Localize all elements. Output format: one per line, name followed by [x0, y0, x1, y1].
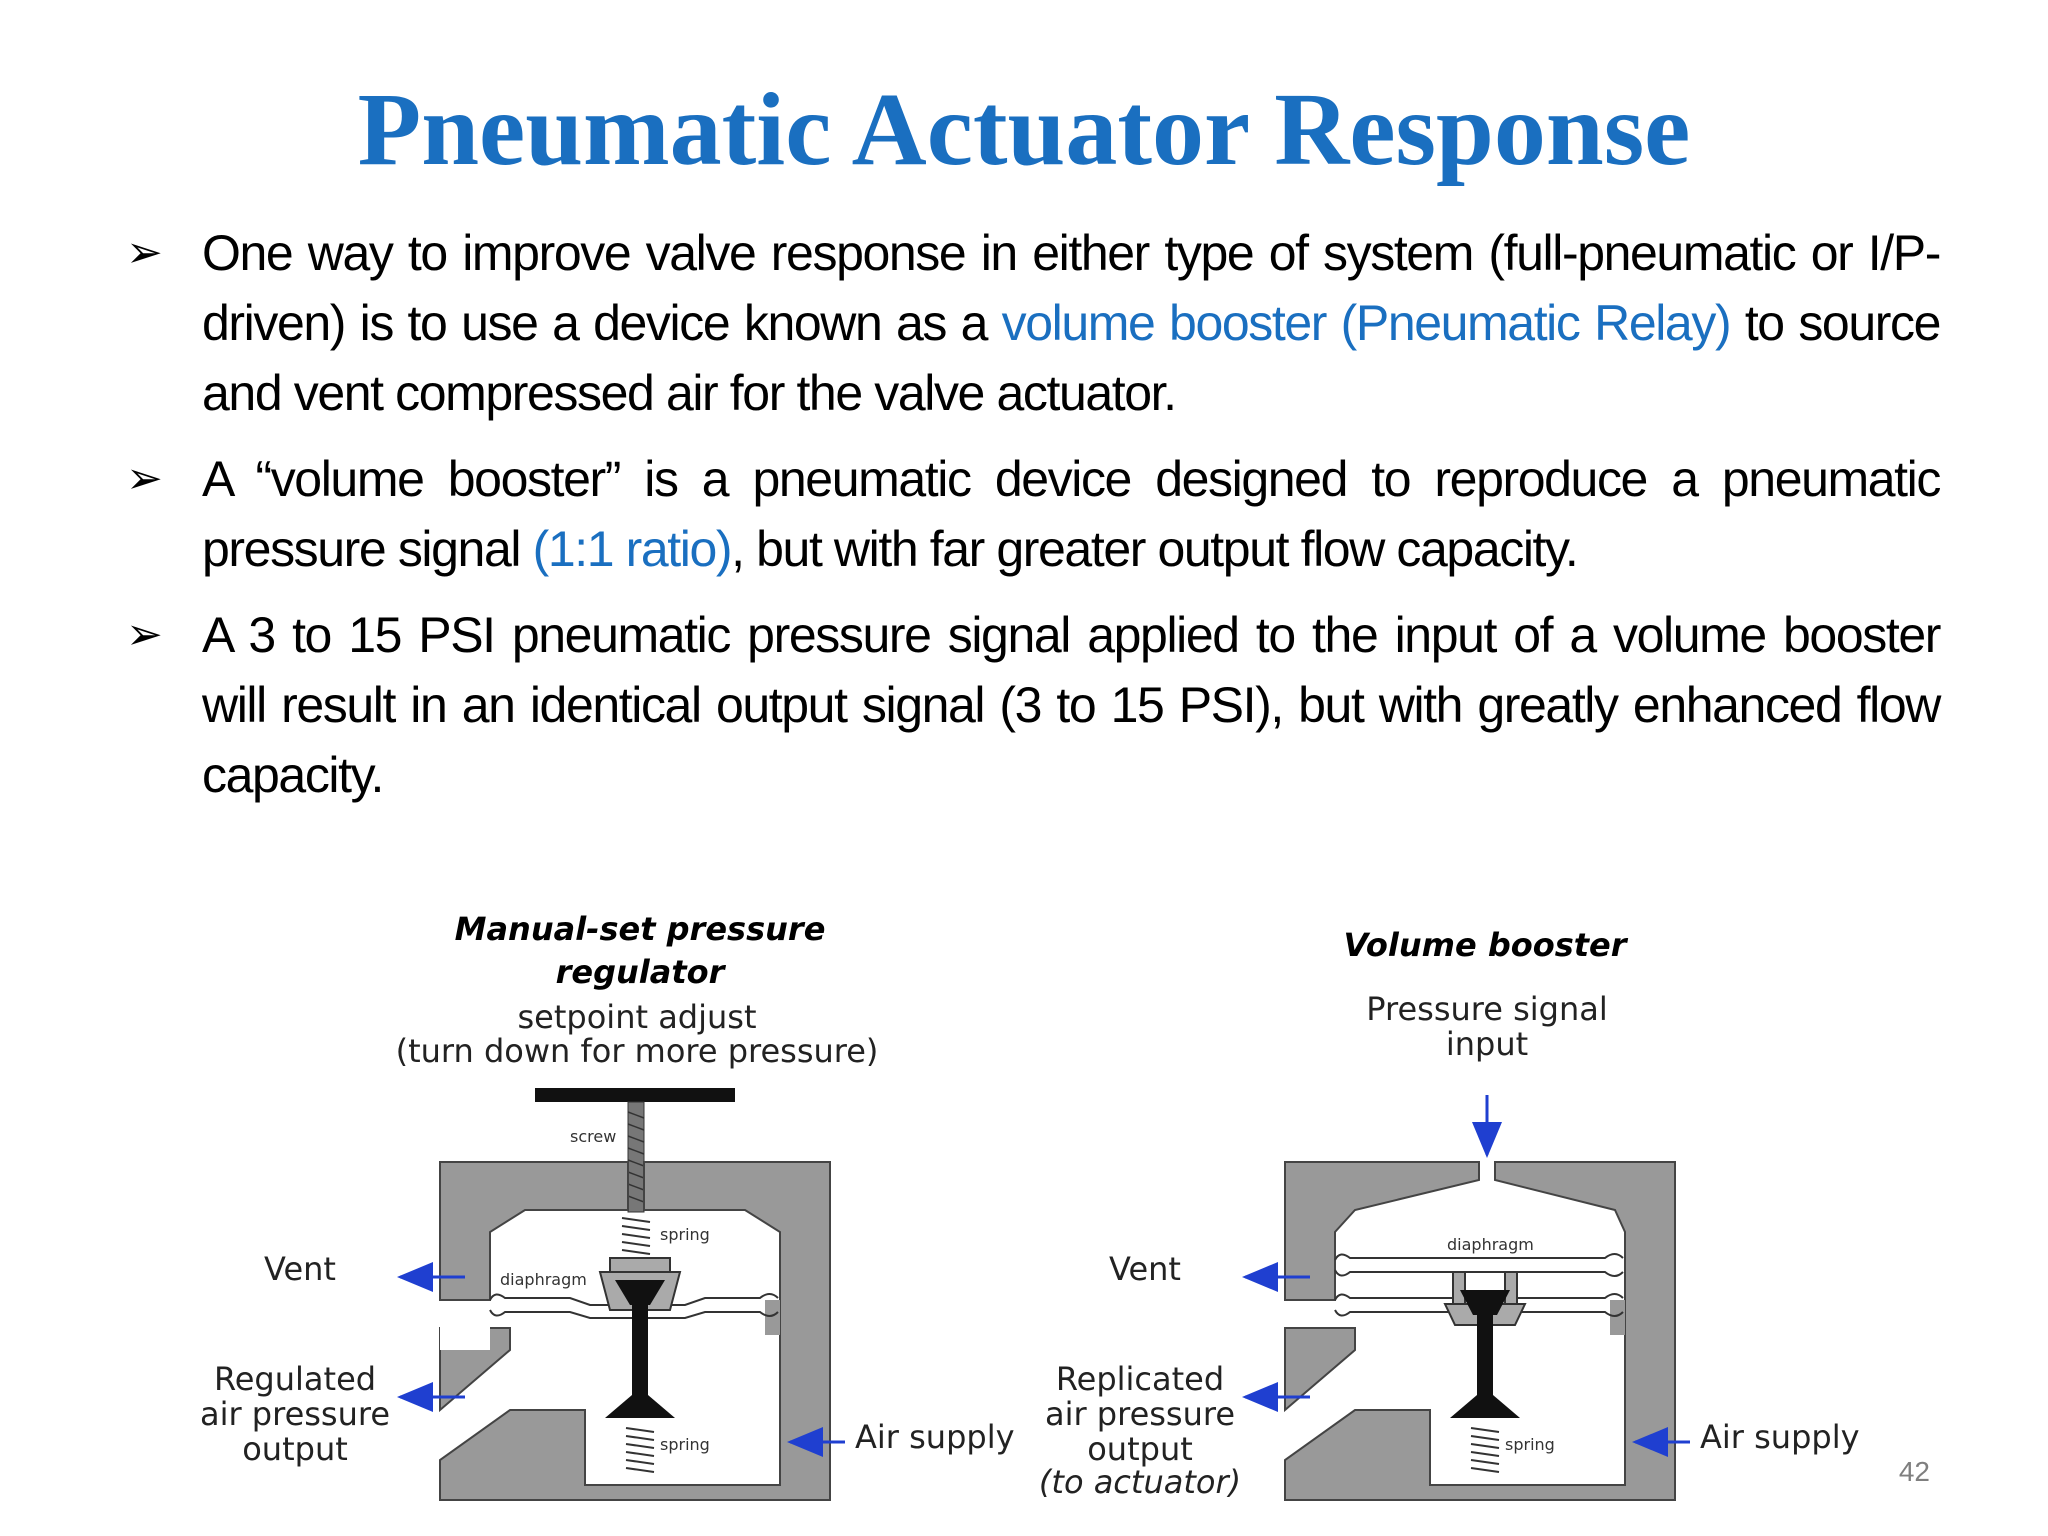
booster-spring-label: spring [1505, 1435, 1555, 1454]
arrow-bullet-icon: ➢ [126, 610, 163, 659]
booster-air-supply-label: Air supply [1700, 1418, 1860, 1456]
regulator-title-line2: regulator [556, 953, 727, 991]
setpoint-handle [535, 1088, 735, 1102]
bullet-highlight: volume booster (Pneumatic Relay) [1001, 295, 1732, 351]
vent-label: Vent [264, 1250, 336, 1288]
booster-title: Volume booster [1343, 926, 1628, 964]
bullet-list: ➢ One way to improve valve response in e… [120, 218, 1941, 826]
bullet-text: , but with far greater output flow capac… [731, 521, 1579, 577]
bullet-highlight: (1:1 ratio) [532, 521, 733, 577]
setpoint-label-line2: (turn down for more pressure) [396, 1032, 879, 1070]
booster-output-line2: air pressure [1045, 1395, 1235, 1433]
booster-output-line4: (to actuator) [1039, 1463, 1241, 1501]
output-label-line3: output [242, 1430, 348, 1468]
bullet-text: A “volume booster” is a pneumatic device… [202, 451, 1941, 577]
spring-bottom-label: spring [660, 1435, 710, 1454]
pressure-devices-diagram: Manual-set pressure regulator setpoint a… [200, 910, 1860, 1501]
output-label-line2: air pressure [200, 1395, 390, 1433]
setpoint-label-line1: setpoint adjust [518, 998, 757, 1036]
page-number: 42 [1898, 1456, 1930, 1487]
booster-output-line1: Replicated [1056, 1360, 1224, 1398]
booster-diagram: Volume booster Pressure signal input dia… [1039, 926, 1860, 1501]
booster-diaphragm-label: diaphragm [1447, 1235, 1534, 1254]
input-label-line1: Pressure signal [1366, 990, 1607, 1028]
bullet-item: ➢ A 3 to 15 PSI pneumatic pressure signa… [120, 600, 1941, 810]
adjust-screw [627, 1101, 645, 1213]
arrow-bullet-icon: ➢ [126, 454, 163, 503]
arrow-bullet-icon: ➢ [126, 228, 163, 277]
air-supply-label: Air supply [855, 1418, 1015, 1456]
slide-title: Pneumatic Actuator Response [357, 72, 1691, 187]
spring-top-label: spring [660, 1225, 710, 1244]
bullet-text: One way to improve valve response in eit… [202, 225, 1941, 351]
screw-label: screw [570, 1127, 616, 1146]
bullet-item: ➢ One way to improve valve response in e… [120, 218, 1941, 428]
input-label-line2: input [1446, 1025, 1528, 1063]
output-label-line1: Regulated [214, 1360, 376, 1398]
booster-vent-label: Vent [1109, 1250, 1181, 1288]
regulator-title-line1: Manual-set pressure [455, 910, 826, 948]
regulator-diagram: Manual-set pressure regulator setpoint a… [200, 910, 1015, 1501]
diaphragm-label: diaphragm [500, 1270, 587, 1289]
bullet-item: ➢ A “volume booster” is a pneumatic devi… [120, 444, 1941, 584]
booster-output-line3: output [1087, 1430, 1193, 1468]
bullet-text: A 3 to 15 PSI pneumatic pressure signal … [202, 607, 1941, 803]
bullet-text: to source and vent compressed air for th… [202, 295, 1941, 421]
